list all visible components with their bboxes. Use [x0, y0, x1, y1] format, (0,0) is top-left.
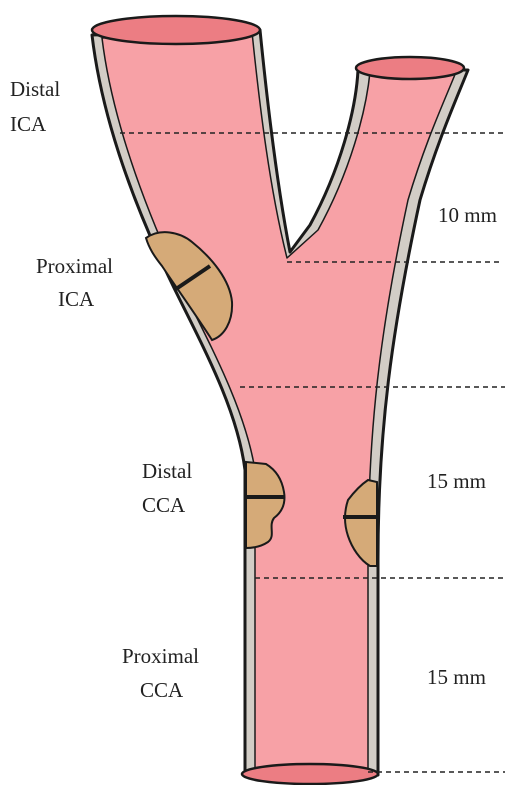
measurement-distal-cca-segment: 15 mm: [427, 469, 486, 493]
ica-opening: [92, 16, 260, 44]
measurement-ica-segment: 10 mm: [438, 203, 497, 227]
label-proximal-ica: Proximal ICA: [36, 254, 118, 311]
measurement-proximal-cca-segment: 15 mm: [427, 665, 486, 689]
label-distal-ica: Distal ICA: [10, 77, 65, 136]
eca-opening: [356, 57, 464, 79]
cca-opening: [242, 764, 378, 784]
label-distal-cca: Distal CCA: [142, 459, 197, 517]
label-proximal-cca: Proximal CCA: [122, 644, 204, 702]
